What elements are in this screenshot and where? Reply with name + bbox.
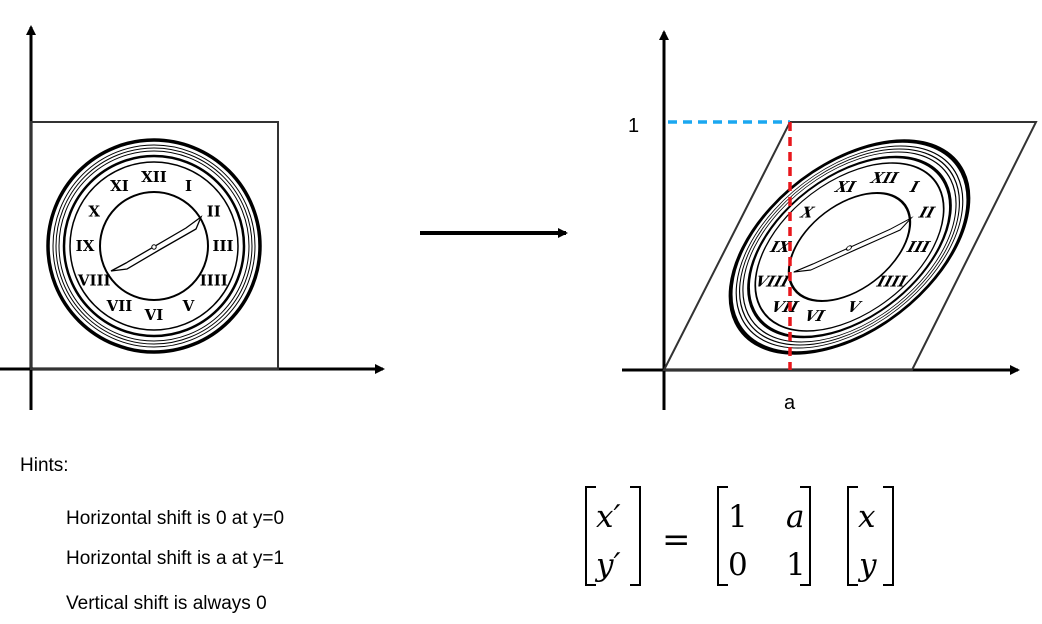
clock-numeral: VIII: [77, 272, 111, 290]
clock-numeral: VI: [144, 306, 164, 324]
sheared-parallelogram: [662, 121, 1038, 371]
hints: Hints: Horizontal shift is 0 at y=0 Hori…: [20, 455, 284, 614]
matrix-entry: a: [786, 499, 804, 535]
clock-numeral: IIII: [200, 272, 228, 290]
clock-numeral: VI: [800, 307, 829, 325]
clock-numeral: VIII: [750, 272, 793, 290]
bracket-right: [630, 486, 641, 586]
clock-numeral: XI: [832, 178, 860, 196]
clock-ring: [55, 147, 253, 345]
clock-numeral: XII: [867, 169, 902, 187]
clock-center-pin: [151, 244, 157, 250]
clock-ring: [69, 161, 239, 331]
unit-square: [30, 121, 279, 370]
clock-ring: [742, 151, 957, 343]
clock-numeral: V: [182, 297, 195, 315]
y-label-1: 1: [628, 115, 639, 137]
clock-ring: [735, 145, 964, 349]
lhs-y-prime: y′: [594, 547, 621, 583]
clock-numeral: XI: [110, 177, 129, 195]
bracket-right: [800, 486, 811, 586]
clock-numeral: IX: [76, 237, 95, 255]
clock-hands: [793, 216, 914, 273]
clock-center-pin: [845, 245, 853, 251]
hint-item: Vertical shift is always 0: [66, 593, 267, 614]
rhs-y: y: [857, 547, 877, 583]
clock-numeral: IIII: [873, 272, 910, 290]
clock-numeral: VII: [766, 298, 802, 316]
clock-numeral: I: [185, 177, 192, 195]
clock-ring: [787, 192, 912, 302]
clock-numeral: VII: [106, 297, 133, 315]
bracket-left: [847, 486, 858, 586]
shear-equation: [585, 486, 894, 586]
clock-numeral: III: [904, 238, 934, 256]
bracket-left: [717, 486, 728, 586]
clock-ring: [747, 155, 952, 339]
clock-numeral: XII: [141, 168, 167, 186]
clock-numeral: X: [88, 203, 100, 221]
lhs-x-prime: x′: [596, 499, 621, 535]
bracket-right: [883, 486, 894, 586]
hint-item: Horizontal shift is 0 at y=0: [66, 508, 284, 529]
clock-ring: [739, 148, 960, 346]
clock-ring: [52, 144, 256, 348]
clock-ring: [99, 191, 209, 301]
rhs-x: x: [858, 499, 876, 535]
clock-hands: [110, 215, 203, 272]
equation-terms: x′ y′ = 1 a 0 1 x y: [594, 499, 877, 583]
matrix-entry: 0: [728, 547, 748, 583]
clock-ring: [62, 154, 246, 338]
clock-numeral: II: [207, 203, 221, 221]
bracket-left: [585, 486, 596, 586]
matrix-entry: 1: [786, 547, 806, 583]
clock-numeral: III: [212, 237, 233, 255]
equals-sign: =: [662, 520, 691, 560]
x-label-a: a: [784, 392, 796, 414]
clock-ring: [754, 162, 945, 332]
clock-ring: [58, 150, 250, 342]
hint-item: Horizontal shift is a at y=1: [66, 548, 284, 569]
matrix-entry: 1: [728, 499, 748, 535]
hints-title: Hints:: [20, 455, 69, 476]
